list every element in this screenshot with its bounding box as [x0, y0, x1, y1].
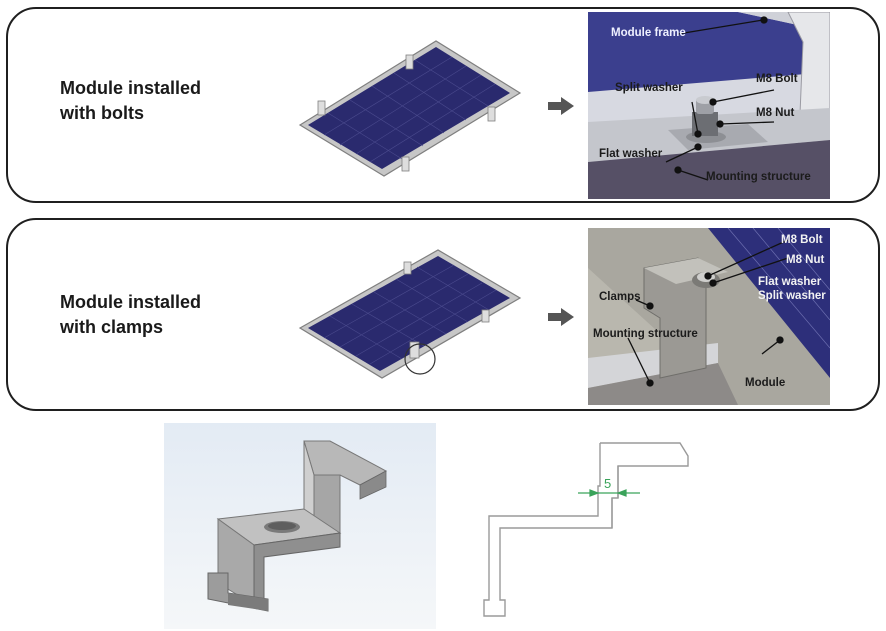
label-m8-bolt: M8 Bolt [756, 73, 798, 85]
label-mounting-structure: Mounting structure [706, 171, 811, 183]
arrow-right-icon [548, 97, 574, 115]
label-m8-nut: M8 Nut [756, 107, 795, 119]
arrow-right-icon [548, 308, 574, 326]
label-clamps: Clamps [599, 291, 641, 303]
label-mounting-structure: Mounting structure [593, 328, 698, 340]
dimension-value: 5 [604, 476, 611, 491]
highlight-circle [404, 343, 436, 375]
clamp-detail-image [588, 228, 830, 405]
label-flat-washer: Flat washer [599, 148, 663, 160]
solar-module-bolts-illustration [298, 40, 522, 177]
label-module-frame: Module frame [611, 27, 686, 39]
clamp-profile-drawing: 5 [483, 442, 689, 617]
solar-module-clamps-illustration [298, 249, 522, 379]
label-flat-washer: Flat washer [758, 276, 822, 288]
panel-clamps-installation: Module installed with clamps [6, 218, 880, 411]
bolt-detail-image [588, 12, 830, 199]
label-module: Module [745, 377, 786, 389]
label-m8-nut: M8 Nut [786, 254, 825, 266]
clamp-3d-render [164, 423, 436, 629]
panel-title-clamps: Module installed with clamps [60, 292, 202, 337]
label-split-washer: Split washer [758, 290, 826, 302]
panel-title-bolts: Module installed with bolts [60, 78, 202, 123]
label-split-washer: Split washer [615, 82, 683, 94]
panel-bolts-installation: Module installed with bolts [6, 7, 880, 203]
label-m8-bolt: M8 Bolt [781, 234, 823, 246]
